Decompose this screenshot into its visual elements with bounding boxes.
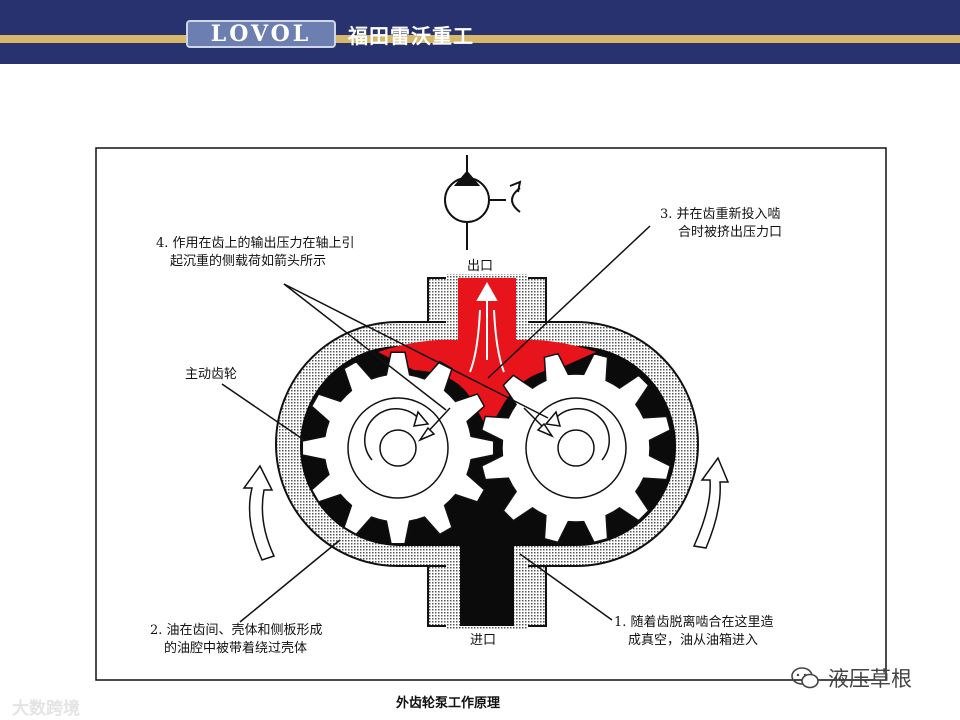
annotation-2-line1: 2. 油在齿间、壳体和侧板形成 (150, 623, 323, 638)
logo-text: LOVOL (210, 21, 312, 47)
annotation-3-line2: 合时被挤出压力口 (678, 225, 782, 240)
inlet-channel (460, 530, 514, 626)
inlet-label: 进口 (470, 633, 496, 648)
left-circulation-arrow (242, 464, 276, 561)
driving-rotation-arrow (364, 408, 430, 461)
annotation-3-line1: 3. 并在齿重新投入啮 (660, 206, 781, 222)
annotation-2-line2: 的油腔中被带着绕过壳体 (164, 640, 307, 656)
watermark-right: 液压草根 (790, 663, 912, 693)
annotation-4-line1: 4. 作用在齿上的输出压力在轴上引 (156, 235, 355, 251)
right-circulation-arrow (692, 456, 730, 549)
header-banner: LOVOL 福田雷沃重工 (0, 0, 960, 64)
side-load-arrows (417, 407, 555, 442)
figure-caption: 外齿轮泵工作原理 (396, 696, 501, 711)
watermark-right-text: 液压草根 (828, 667, 912, 691)
annotation-4-line2: 起沉重的侧载荷如箭头所示 (170, 253, 326, 269)
company-name: 福田雷沃重工 (348, 24, 474, 48)
driven-shaft (557, 429, 595, 467)
driving-gear-label: 主动齿轮 (185, 367, 237, 382)
outlet-label: 出口 (467, 259, 493, 274)
leader-lines (221, 225, 651, 623)
annotation-1-line1: 1. 随着齿脱离啮合在这里造 (614, 614, 774, 630)
driving-shaft (379, 429, 417, 467)
lovol-logo: LOVOL (186, 20, 336, 48)
driven-rotation-arrow (544, 408, 610, 461)
annotation-1-line2: 成真空，油从油箱进入 (628, 632, 758, 648)
watermark-left: 大数跨境 (12, 699, 80, 719)
outlet-flow-arrows (469, 281, 505, 373)
wechat-icon (791, 667, 819, 689)
pump-symbol-icon (444, 155, 522, 250)
figure-frame (95, 147, 887, 681)
